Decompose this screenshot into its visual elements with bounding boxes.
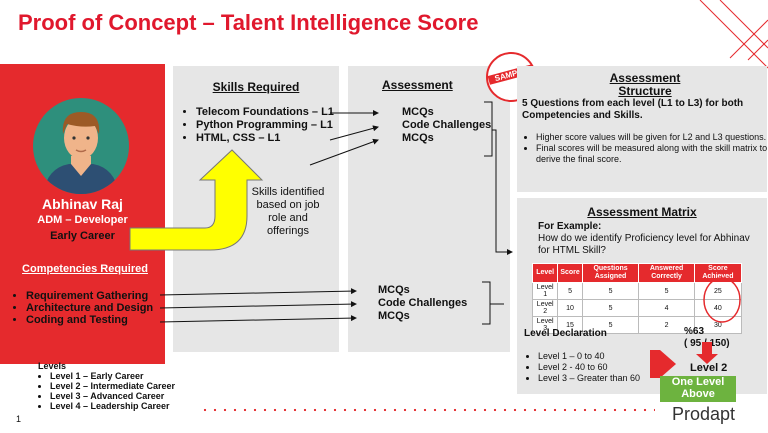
- yellow-curved-arrow: [129, 149, 264, 251]
- list-item: Telecom Foundations – L1: [196, 106, 346, 119]
- score-percent: %63: [684, 326, 705, 337]
- table-row: Level 2 10 5 4 40: [531, 299, 743, 317]
- assessment-bottom-list: MCQs Code Challenges MCQs: [366, 284, 508, 323]
- structure-points: Higher score values will be given for L2…: [522, 132, 768, 165]
- table-cell: 2: [638, 316, 695, 334]
- assessment-matrix-table: Level Score Questions Assigned Answered …: [531, 263, 743, 334]
- competencies-header: Competencies Required: [22, 263, 148, 275]
- list-item: MCQs: [402, 106, 434, 118]
- list-item: Level 1 – Early Career: [50, 371, 210, 381]
- skills-header: Skills Required: [212, 80, 300, 94]
- matrix-question: How do we identify Proficiency level for…: [538, 233, 750, 256]
- list-item: Requirement Gathering: [26, 290, 166, 302]
- competencies-list: Requirement Gathering Architecture and D…: [12, 290, 166, 326]
- page-title: Proof of Concept – Talent Intelligence S…: [18, 10, 479, 35]
- levels-header: Levels: [38, 361, 67, 371]
- brand-logo: Prodapt: [672, 404, 736, 424]
- list-item: Level 3 – Greater than 60: [538, 373, 688, 384]
- employee-role: ADM – Developer: [37, 214, 128, 226]
- column-header: Score Achieved: [693, 263, 743, 283]
- matrix-example-label: For Example:: [538, 221, 602, 232]
- page-number: 1: [16, 414, 22, 424]
- skills-list: Telecom Foundations – L1 Python Programm…: [182, 106, 346, 145]
- list-item: Level 2 – Intermediate Career: [50, 381, 210, 391]
- list-item: Architecture and Design: [26, 302, 166, 314]
- table-cell: 15: [557, 316, 583, 334]
- table-cell: 5: [581, 316, 640, 334]
- career-stage: Early Career: [50, 230, 115, 242]
- table-cell: 5: [581, 299, 640, 317]
- list-item: Level 2 - 40 to 60: [538, 362, 688, 373]
- skills-panel: [173, 66, 339, 352]
- corner-decoration-icon: [699, 0, 768, 69]
- list-item: Code Challenges: [402, 119, 492, 131]
- result-level: Level 2: [690, 362, 728, 374]
- avatar: [33, 98, 129, 194]
- list-item: Higher score values will be given for L2…: [536, 132, 768, 143]
- list-item: Python Programming – L1: [196, 119, 346, 132]
- list-item: MCQs: [402, 132, 434, 144]
- list-item: Level 4 – Leadership Career: [50, 401, 210, 411]
- table-cell: 25: [693, 282, 743, 300]
- column-header: Score: [557, 263, 583, 283]
- list-item: Level 1 – 0 to 40: [538, 351, 688, 362]
- table-cell: 5: [638, 282, 695, 300]
- list-item: Final scores will be measured along with…: [536, 143, 768, 165]
- list-item: MCQs: [378, 310, 410, 322]
- matrix-header: Assessment Matrix: [587, 205, 697, 219]
- list-item: Code Challenges: [378, 297, 468, 309]
- one-level-above-badge: One Level Above: [660, 376, 736, 402]
- list-item: Level 3 – Advanced Career: [50, 391, 210, 401]
- table-cell: 5: [581, 282, 640, 300]
- person-icon: [43, 112, 119, 194]
- table-cell: Level 3: [531, 316, 559, 334]
- assessment-top-list: MCQs Code Challenges MCQs: [390, 106, 532, 145]
- levels-list: Level 1 – Early Career Level 2 – Interme…: [36, 371, 210, 411]
- score-highlight-circle-icon: [703, 277, 741, 323]
- employee-name: Abhinav Raj: [42, 196, 123, 212]
- level-declaration-header: Level Declaration: [524, 328, 607, 339]
- structure-header: Assessment Structure: [609, 71, 681, 98]
- list-item: Coding and Testing: [26, 314, 166, 326]
- assessment-header: Assessment: [382, 78, 453, 92]
- list-item: MCQs: [378, 284, 410, 296]
- structure-intro: 5 Questions from each level (L1 to L3) f…: [522, 98, 744, 121]
- skills-note: Skills identified based on job role and …: [251, 186, 325, 237]
- structure-panel: [517, 66, 767, 192]
- footer-dots: [200, 408, 655, 412]
- list-item: HTML, CSS – L1: [196, 132, 346, 145]
- result-arrows-icon: [650, 342, 718, 378]
- level-declaration-list: Level 1 – 0 to 40 Level 2 - 40 to 60 Lev…: [524, 351, 688, 384]
- table-cell: 5: [557, 282, 583, 300]
- table-header-row: Level Score Questions Assigned Answered …: [531, 263, 743, 283]
- table-row: Level 1 5 5 5 25: [531, 282, 743, 300]
